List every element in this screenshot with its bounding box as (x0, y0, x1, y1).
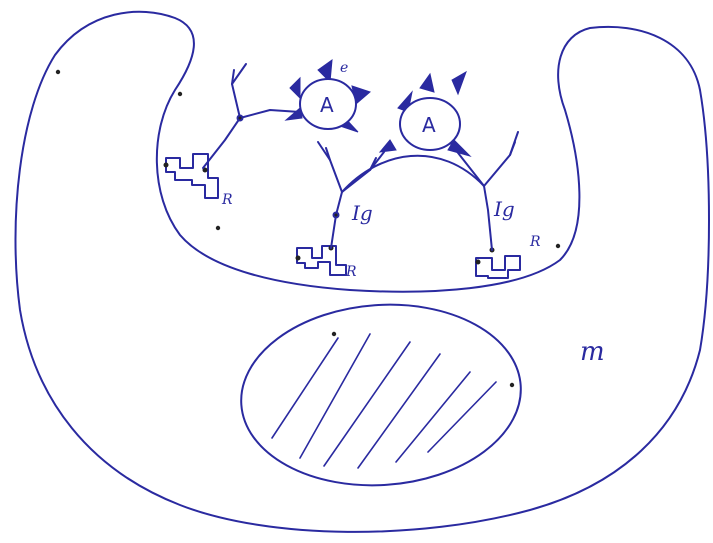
antibody-center-icon (318, 142, 384, 248)
epitope-label: e (340, 60, 348, 76)
ig-center-label: Ig (351, 201, 373, 225)
antigen-1-icon: A e (286, 60, 370, 132)
nucleus-hatching (272, 334, 496, 468)
receptor-center-label: R (345, 264, 357, 280)
membrane-arch (342, 156, 484, 192)
ig-right-label: Ig (493, 197, 515, 221)
receptor-left-label: R (221, 192, 233, 208)
antigen-1-label: A (320, 93, 334, 117)
receptor-right-label: R (529, 234, 541, 250)
antigen-2-label: A (422, 113, 436, 137)
cell-label: m (580, 337, 605, 367)
receptor-right-icon (476, 248, 521, 279)
receptor-center-icon (296, 246, 347, 276)
antigen-2-icon: A (380, 72, 470, 156)
antibody-left-icon (203, 64, 300, 168)
